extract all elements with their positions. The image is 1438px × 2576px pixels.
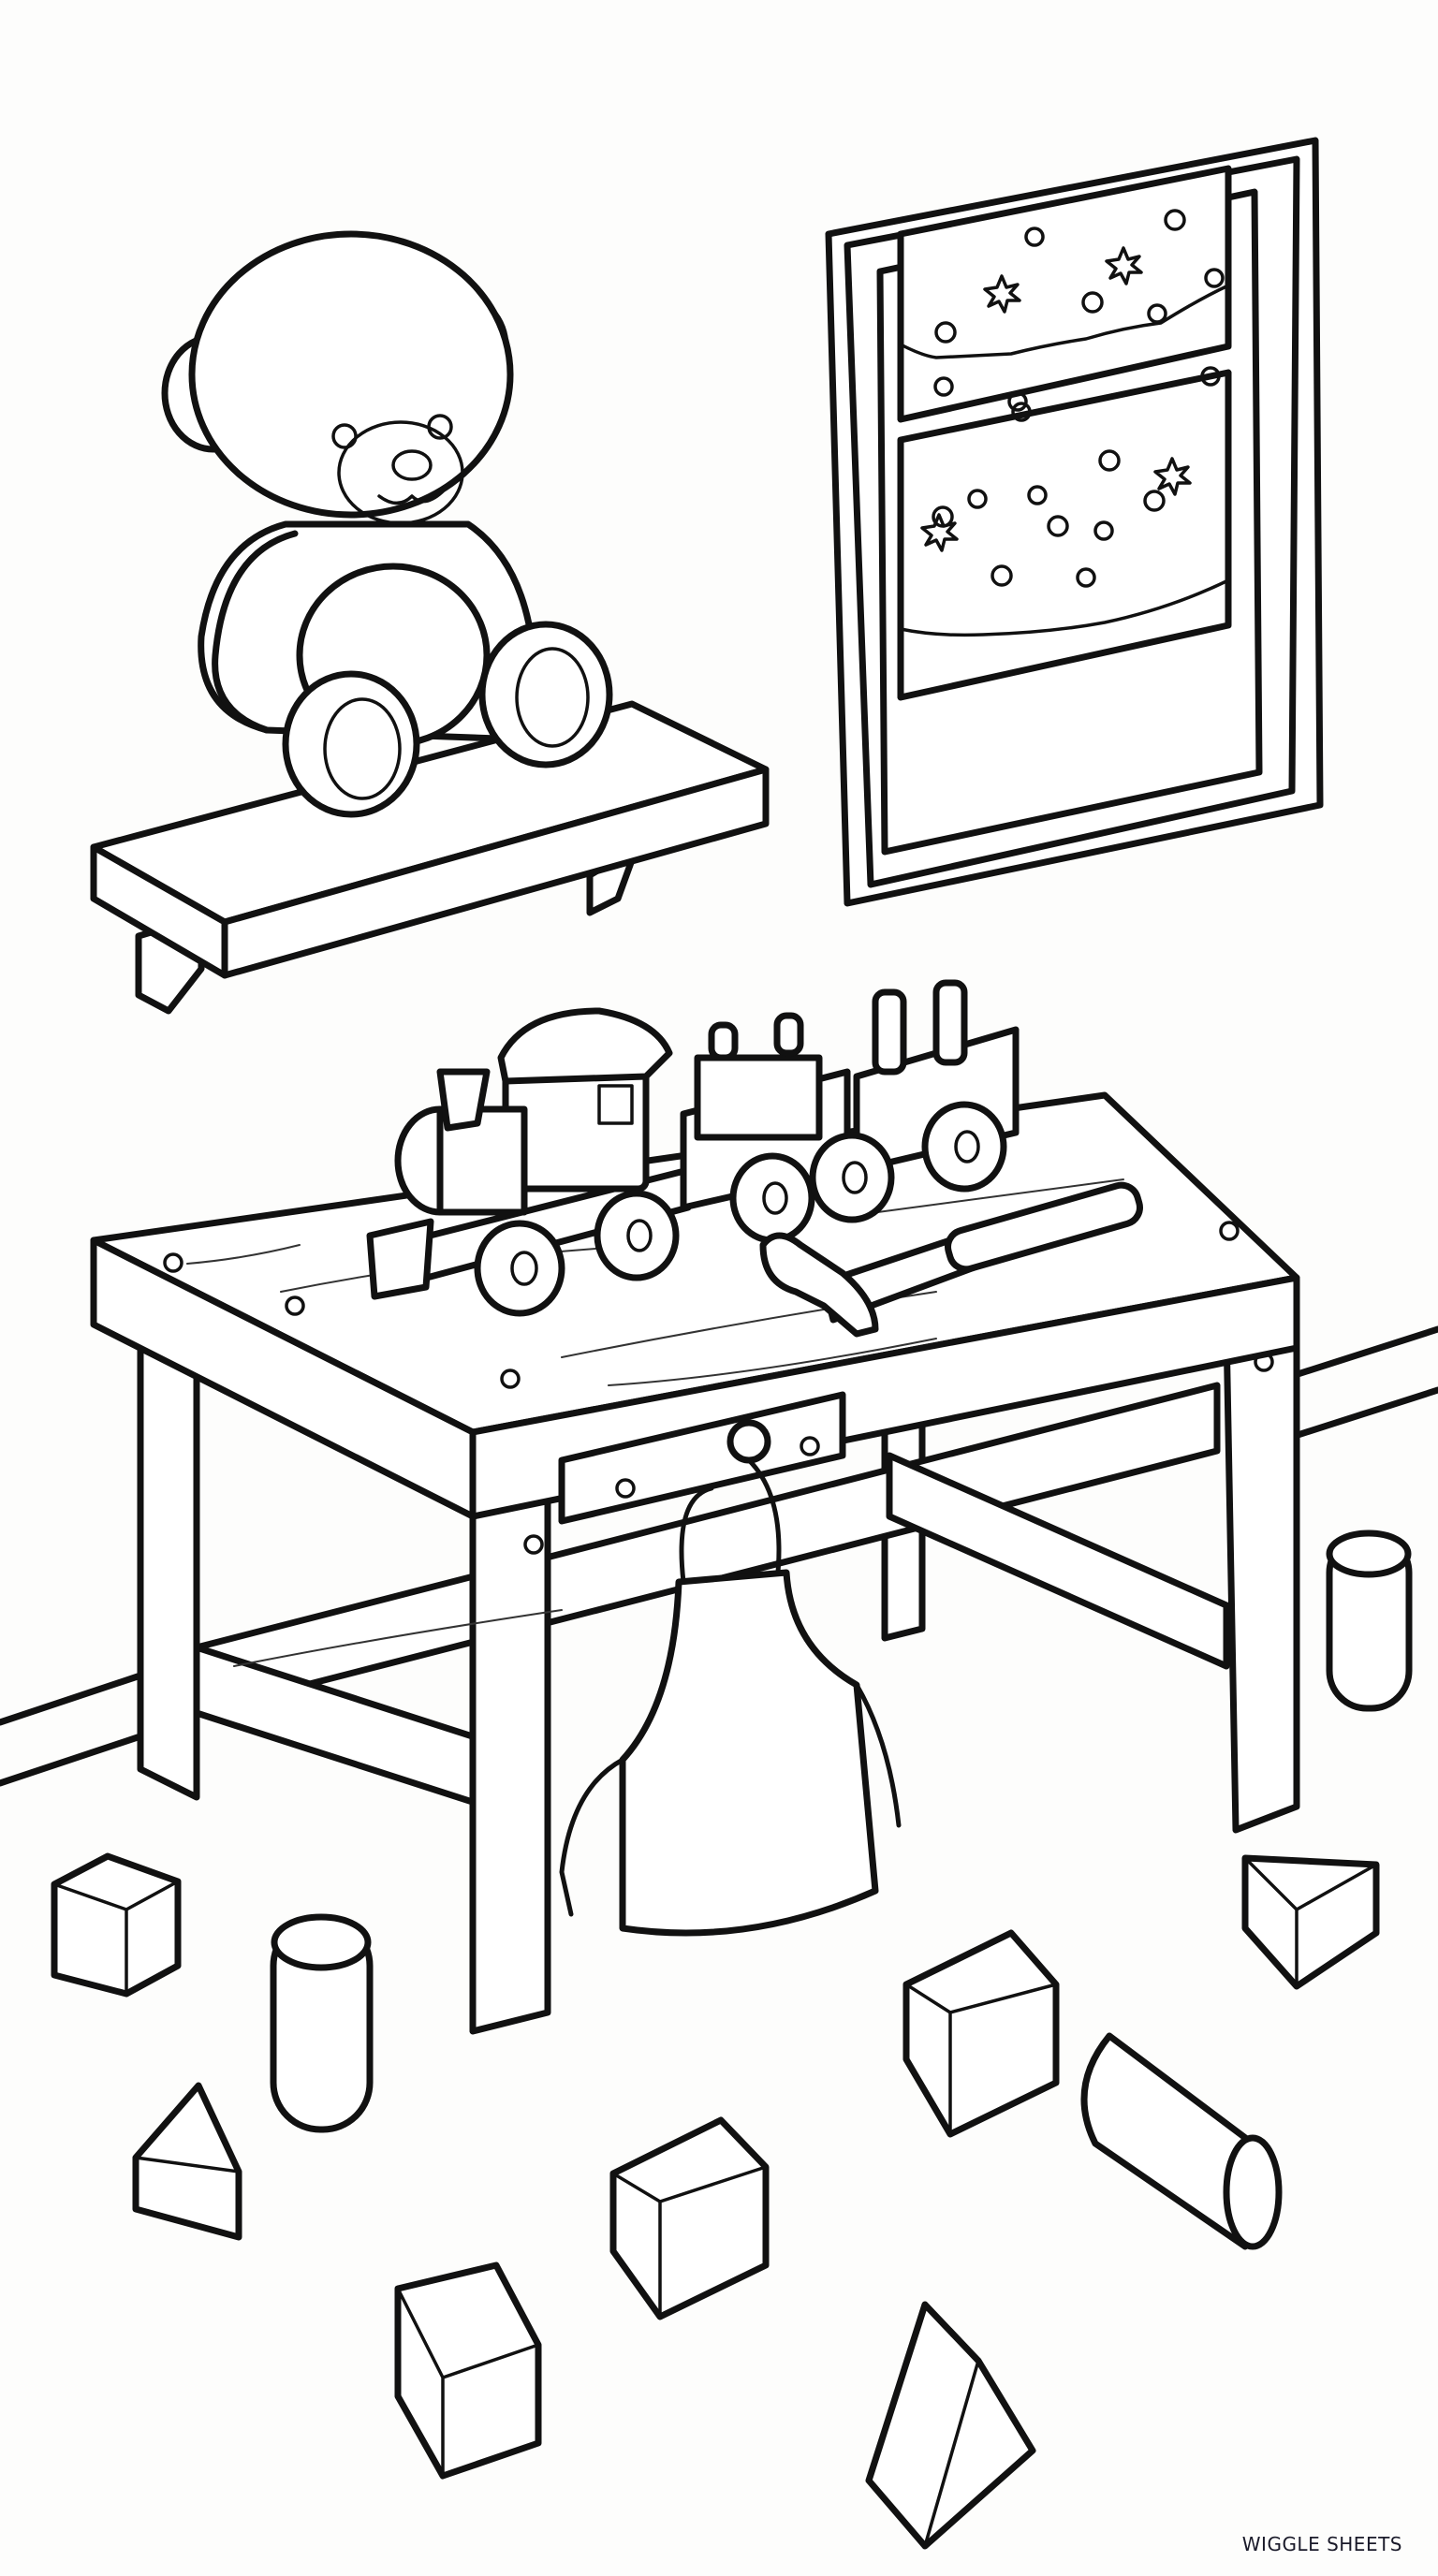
block-cylinder-right (1326, 1530, 1413, 1712)
window (825, 137, 1324, 907)
block-lying-cylinder (1080, 2032, 1283, 2250)
block-cube-mid (609, 2116, 770, 2320)
hammer (759, 1181, 1143, 1338)
block-triangular-prism (132, 2082, 242, 2241)
wall-shelf (90, 700, 770, 1015)
train-wheels (474, 1101, 1007, 1317)
toy-train (366, 979, 1020, 1317)
baseboard (0, 1325, 1438, 1787)
screws (163, 1221, 1274, 1555)
snowflakes (920, 209, 1225, 588)
teddy-bear (161, 230, 613, 818)
workbench (90, 1091, 1300, 2035)
apron (559, 1457, 902, 1937)
block-standing-cylinder (270, 1913, 374, 2133)
block-cube-right (902, 1929, 1060, 2138)
floor-blocks (51, 1530, 1413, 2550)
block-prism-right (1241, 1854, 1380, 1990)
block-cube (51, 1852, 182, 1998)
block-triangle-bottom (865, 2301, 1036, 2550)
block-cube-bottom (394, 2261, 542, 2480)
watermark: WIGGLE SHEETS (1241, 2533, 1402, 2555)
